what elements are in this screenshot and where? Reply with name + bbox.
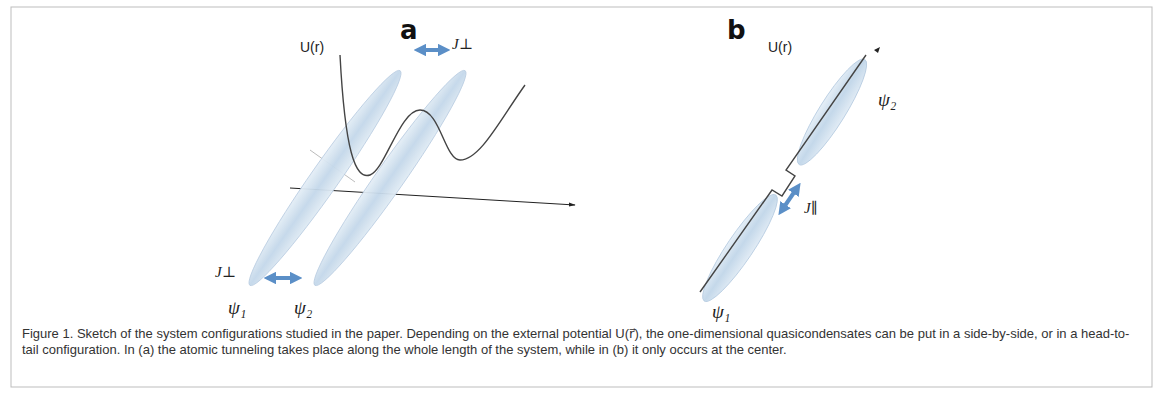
tunneling-arrow [270,276,296,280]
potential-curve [340,55,525,176]
potential-label: U(r) [768,40,792,55]
panel-letter: a [400,16,418,45]
potential-curve [700,55,866,292]
potential-label: U(r) [300,40,324,55]
condensate-label: ψ₂ [878,90,896,111]
condensate-label: ψ₂ [294,298,312,319]
axis-arrow [874,47,880,53]
tunneling-arrow [420,48,444,52]
panel-b-art [693,47,880,308]
tunneling-label: J∥ [804,200,818,217]
figure-caption: Figure 1. Sketch of the system configura… [22,326,1140,358]
tunneling-label: J⊥ [452,36,473,53]
condensate-label: ψ₁ [228,298,246,319]
tunneling-arrow [782,188,797,210]
condensate [788,53,876,172]
panel-letter: b [727,16,746,45]
figure-frame [11,7,1152,387]
tunneling-label: J⊥ [215,264,236,281]
condensate [303,63,476,294]
condensate-label: ψ₁ [712,302,730,323]
condensate [693,188,786,309]
panel-a-art [238,50,575,293]
